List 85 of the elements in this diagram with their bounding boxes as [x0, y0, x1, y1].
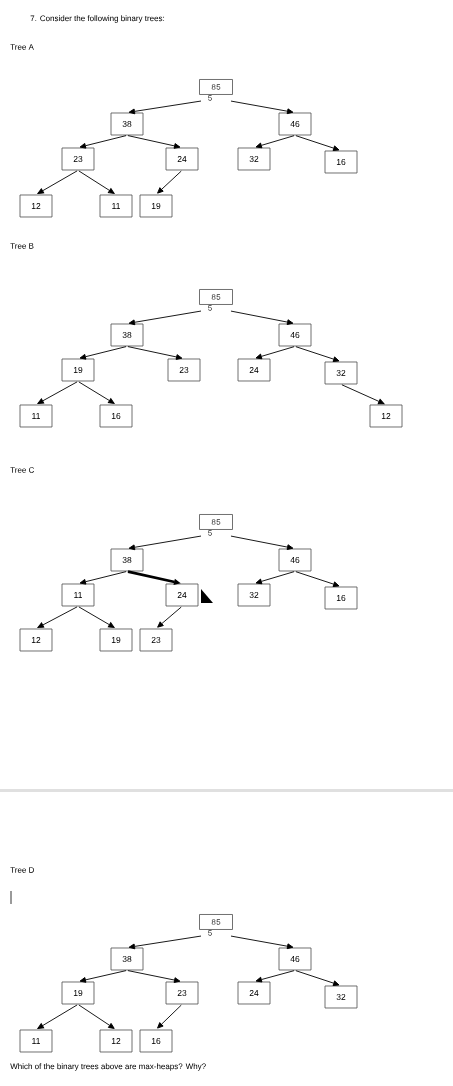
- node-box: 85: [199, 914, 233, 930]
- node-box: 85: [199, 289, 233, 305]
- arrow: [295, 571, 340, 587]
- node-box: 46: [278, 947, 312, 971]
- overflow-text: 5: [208, 930, 212, 936]
- arrow: [79, 571, 127, 585]
- node-box: 32: [237, 147, 271, 171]
- arrow: [79, 970, 127, 983]
- tree-label: Tree D: [10, 867, 34, 873]
- arrow: [157, 606, 182, 628]
- arrow: [230, 935, 294, 950]
- node-box: 11: [19, 404, 53, 428]
- overflow-text: 5: [208, 305, 212, 311]
- node-box: 19: [139, 194, 173, 218]
- node-box: 16: [324, 586, 358, 610]
- arrow: [78, 606, 115, 628]
- arrow: [127, 135, 181, 149]
- arrow: [157, 170, 182, 194]
- tree-label: Tree C: [10, 467, 35, 473]
- overflow-text: 5: [208, 530, 212, 536]
- node-box: 38: [110, 548, 144, 572]
- tree-label: Tree A: [10, 44, 34, 50]
- node-box: 32: [237, 583, 271, 607]
- arrow: [127, 970, 181, 983]
- node-box: 11: [61, 583, 95, 607]
- node-box: 23: [165, 981, 199, 1005]
- node-box: 23: [61, 147, 95, 171]
- node-box: 12: [99, 1029, 133, 1053]
- node-box: 12: [369, 404, 403, 428]
- node-box: 12: [19, 194, 53, 218]
- node-box: 38: [110, 323, 144, 347]
- arrow: [341, 384, 385, 405]
- node-box: 38: [110, 112, 144, 136]
- node-box: 85: [199, 514, 233, 530]
- arrow: [128, 535, 202, 551]
- arrow: [157, 1004, 182, 1029]
- arrow: [128, 100, 202, 115]
- node-box: 46: [278, 548, 312, 572]
- node-box: 32: [324, 361, 358, 385]
- node-box: 23: [167, 358, 201, 382]
- arrow: [78, 170, 115, 194]
- node-box: 24: [237, 358, 271, 382]
- arrow: [78, 1004, 115, 1029]
- arrow: [295, 970, 340, 986]
- node-box: 38: [110, 947, 144, 971]
- node-box: 24: [165, 147, 199, 171]
- arrow: [255, 346, 295, 360]
- node-box: 24: [165, 583, 199, 607]
- arrow: [128, 935, 202, 950]
- arrow: [127, 346, 183, 360]
- node-box: 19: [99, 628, 133, 652]
- node-box: 11: [99, 194, 133, 218]
- arrow: [230, 310, 294, 325]
- overflow-text: 5: [208, 95, 212, 101]
- arrow: [128, 310, 202, 326]
- arrow: [37, 170, 78, 194]
- node-box: 85: [199, 79, 233, 95]
- node-box: 16: [99, 404, 133, 428]
- node-box: 16: [139, 1029, 173, 1053]
- node-box: 24: [237, 981, 271, 1005]
- node-box: 16: [324, 150, 358, 174]
- node-box: 46: [278, 323, 312, 347]
- arrow: [230, 535, 294, 550]
- arrow: [230, 100, 294, 115]
- arrow: [79, 135, 127, 149]
- arrow: [255, 571, 295, 585]
- arrow: [295, 346, 340, 362]
- node-box: 12: [19, 628, 53, 652]
- node-box: 19: [61, 981, 95, 1005]
- node-box: 46: [278, 112, 312, 136]
- node-box: 19: [61, 358, 95, 382]
- arrow: [255, 135, 295, 149]
- arrow: [37, 381, 78, 404]
- node-box: 23: [139, 628, 173, 652]
- arrow: [37, 1004, 78, 1029]
- arrow: [295, 135, 340, 151]
- node-box: 32: [324, 985, 358, 1009]
- tree-label: Tree B: [10, 243, 34, 249]
- arrow: [37, 606, 78, 629]
- arrow: [255, 970, 295, 983]
- question-text: Which of the binary trees above are max-heaps? Why?: [10, 1063, 206, 1071]
- node-box: 11: [19, 1029, 53, 1053]
- arrow: [79, 346, 127, 360]
- arrow: [78, 381, 115, 404]
- heading: 7. Consider the following binary trees:: [30, 15, 165, 23]
